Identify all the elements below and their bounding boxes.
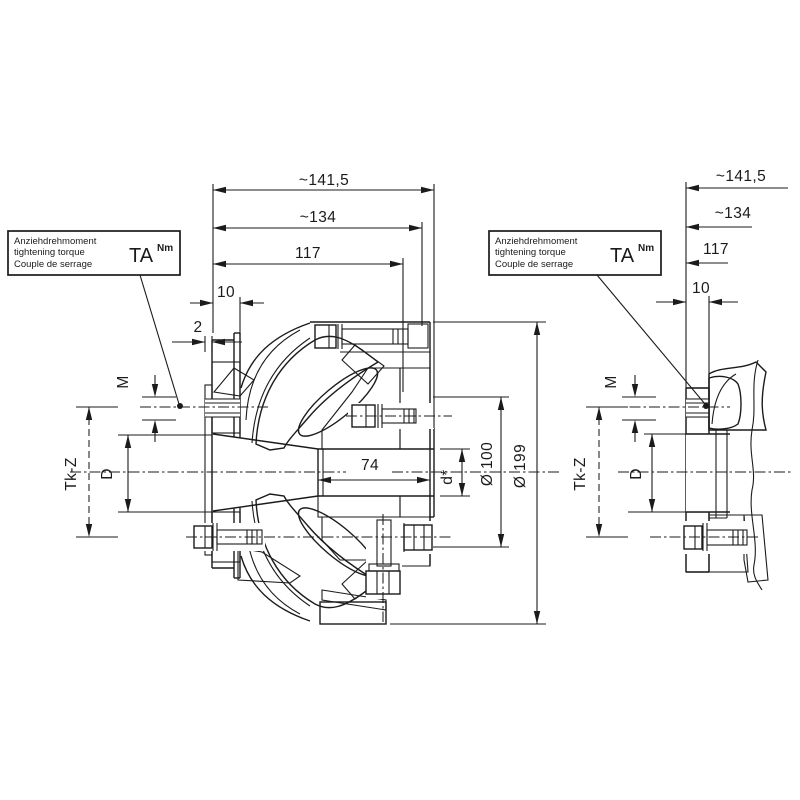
side-dim-overall: ~141,5 — [686, 168, 788, 192]
side-bore — [686, 429, 730, 519]
dim-10-label: 10 — [217, 284, 235, 301]
side-tapped-hole — [686, 398, 709, 418]
leader-line-2 — [596, 274, 706, 405]
dim-max-bore: d* — [439, 448, 470, 497]
torque-symbol: TA — [129, 245, 154, 267]
dim-dstar-label: d* — [439, 469, 456, 484]
leader-dot-2 — [703, 403, 709, 409]
side-rubber-top — [708, 361, 767, 431]
dim-117: 117 — [213, 245, 403, 268]
dim-10: 10 — [190, 284, 264, 307]
torque-unit: Nm — [157, 243, 173, 254]
side-dim-134-label: ~134 — [715, 205, 752, 222]
dim-74: 74 — [318, 457, 430, 484]
dim-clamp-diameter: Ø 100 — [433, 396, 509, 548]
torque-label-en: tightening torque — [14, 247, 85, 258]
dim-d199-label: Ø 199 — [512, 444, 529, 488]
dim-outer-diameter: Ø 199 — [390, 321, 546, 625]
bottom-clamp-screw — [319, 519, 402, 625]
side-dim-10: 10 — [656, 280, 738, 306]
dim-bolt-circle: Tk-Z — [63, 406, 118, 538]
side-dim-bore: D — [628, 433, 686, 513]
tapped-hole — [205, 398, 240, 418]
side-dim-overall-label: ~141,5 — [716, 168, 766, 185]
dim-134-label: ~134 — [300, 209, 337, 226]
dim-d100-label: Ø 100 — [479, 442, 496, 486]
dim-d-label: D — [99, 468, 116, 480]
side-dim-bolt-circle: Tk-Z — [572, 406, 628, 538]
dim-overall-length: ~141,5 — [213, 172, 434, 194]
torque-unit-2: Nm — [638, 243, 654, 254]
dim-thread-size: M — [115, 375, 176, 442]
rubber-tire-top — [240, 322, 385, 451]
dim-2-label: 2 — [193, 319, 202, 336]
side-dim-117: 117 — [686, 241, 729, 267]
main-view-dimensions: ~141,5 ~134 117 10 2 — [63, 172, 546, 625]
side-view — [610, 359, 793, 591]
torque-label-de-2: Anziehdrehmoment — [495, 236, 578, 247]
torque-label-de: Anziehdrehmoment — [14, 236, 97, 247]
side-dim-m-label: M — [603, 375, 620, 388]
torque-label-fr-2: Couple de serrage — [495, 259, 573, 270]
dim-bore-d: D — [99, 434, 212, 513]
leader-line — [139, 274, 180, 405]
side-dim-d-label: D — [628, 468, 645, 480]
side-dim-134: ~134 — [686, 205, 752, 231]
torque-label-fr: Couple de serrage — [14, 259, 92, 270]
break-line — [750, 359, 763, 591]
side-dim-thread: M — [603, 375, 656, 442]
torque-label-en-2: tightening torque — [495, 247, 566, 258]
main-view — [70, 321, 560, 625]
centerlines-main — [70, 406, 560, 622]
leader-dot — [177, 403, 183, 409]
dim-74-label: 74 — [361, 457, 379, 474]
dim-134: ~134 — [213, 209, 422, 232]
dim-m-label: M — [115, 375, 132, 388]
side-dim-10-label: 10 — [692, 280, 710, 297]
dim-2: 2 — [172, 319, 242, 346]
side-dim-tkz-label: Tk-Z — [572, 457, 589, 490]
dim-overall-label: ~141,5 — [299, 172, 349, 189]
torque-annotation-box-main: Anziehdrehmoment tightening torque Coupl… — [7, 230, 183, 409]
dim-tkz-label: Tk-Z — [63, 457, 80, 490]
centerlines-side — [610, 406, 793, 538]
side-dim-117-label: 117 — [703, 241, 729, 258]
side-view-dimensions: ~141,5 ~134 117 10 M — [572, 168, 788, 538]
torque-symbol-2: TA — [610, 245, 635, 267]
torque-annotation-box-side: Anziehdrehmoment tightening torque Coupl… — [488, 230, 709, 409]
dim-117-label: 117 — [295, 245, 321, 262]
